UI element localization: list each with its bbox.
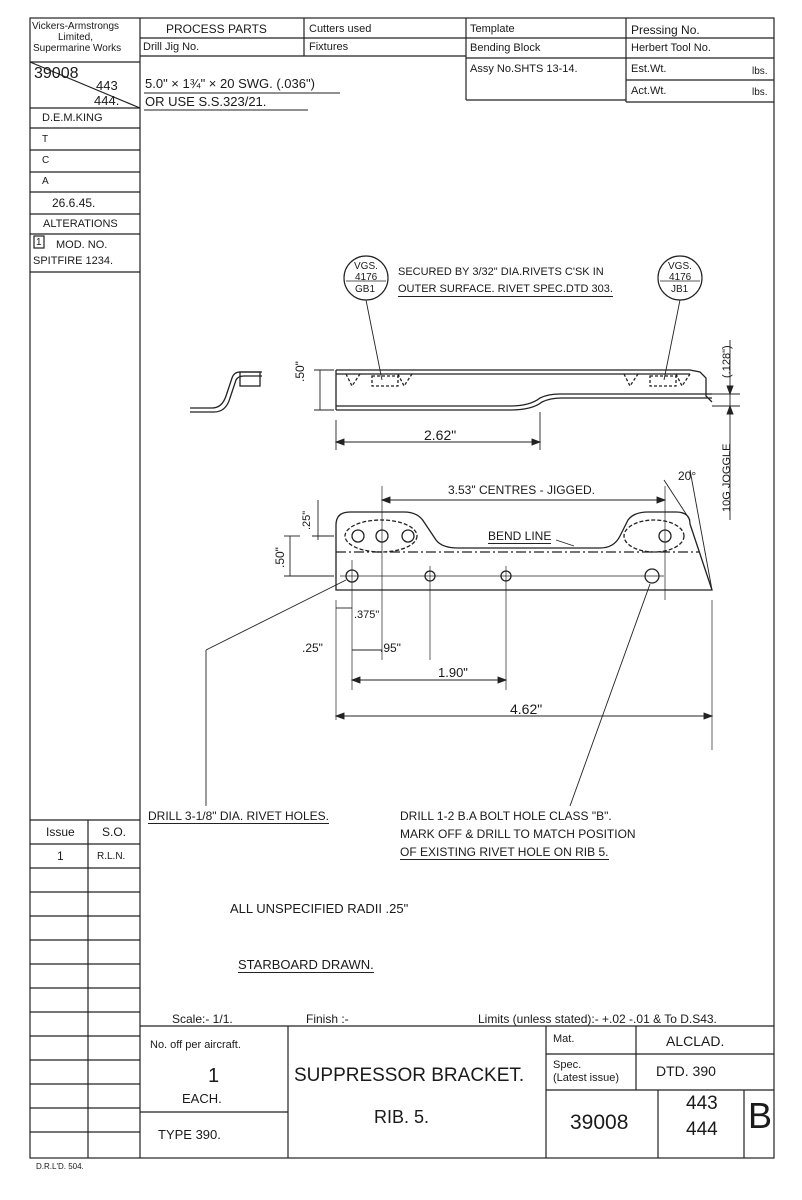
mod-no-label: MOD. NO. [56,239,108,251]
material-value: ALCLAD. [666,1033,725,1049]
alteration-number: 1 [36,237,42,248]
vgs-right-circle [657,255,703,301]
part-title: SUPPRESSOR BRACKET. [294,1065,525,1086]
vgs-circles [343,255,703,301]
plan-width-dim: .50" [273,547,287,568]
bottom-part-top: 443 [686,1093,718,1114]
herbert-tool-label: Herbert Tool No. [631,42,711,54]
so-header: S.O. [102,825,127,839]
drill-jig-label: Drill Jig No. [143,41,200,53]
side-height-dim: .50" [293,361,307,382]
radius-top-dim: .25" [301,510,313,530]
issue-header: Issue [46,825,75,839]
overall-length-dim: 4.62" [510,701,543,717]
quantity-value: 1 [208,1065,220,1087]
vgs-right-line1: VGS. [668,261,692,272]
bolt-hole-note-3: OF EXISTING RIVET HOLE ON RIB 5. [400,845,609,860]
process-parts-label: PROCESS PARTS [166,22,267,36]
material-size: 5.0" × 1¾" × 20 SWG. (.036") [145,76,315,91]
left-part-top: 443 [96,78,118,93]
bolt-hole-note-2: MARK OFF & DRILL TO MATCH POSITION [400,827,636,841]
template-label: Template [470,23,515,35]
joggle-length-dim: 2.62" [424,427,457,443]
no-off-label: No. off per aircraft. [150,1039,241,1051]
pressing-no-label: Pressing No. [631,23,700,37]
finish-label: Finish :- [306,1012,349,1026]
type-label: TYPE 390. [158,1127,221,1142]
assy-no-label: Assy No.SHTS 13-14. [470,63,578,75]
approver-label: A [42,176,49,187]
issue-letter: B [748,1095,773,1136]
hole-offset-dim: .375" [354,609,380,621]
bottom-drawing-number: 39008 [570,1111,629,1134]
alterations-label: ALTERATIONS [43,218,118,230]
spec-value: DTD. 390 [656,1063,716,1079]
bottom-part-bottom: 444 [686,1119,718,1140]
starboard-note: STARBOARD DRAWN. [238,957,374,973]
joggle-depth-dim: (.128") [721,345,733,378]
rivet-hole-note: DRILL 3-1/8" DIA. RIVET HOLES. [148,809,329,824]
tracer-label: T [42,134,49,145]
company-name-2: Limited, [58,32,94,43]
spec-label: Spec. [553,1059,582,1071]
each-label: EACH. [182,1091,222,1106]
cutters-used-label: Cutters used [309,23,372,35]
plan-centerlines [335,486,713,750]
limits-label: Limits (unless stated):- +.02 -.01 & To … [478,1012,717,1026]
side-dimensions [314,299,740,520]
side-elevation [190,369,713,413]
so-value: R.L.N. [97,851,126,862]
pitch-95-dim: .95" [380,641,401,655]
bolt-hole-note-1: DRILL 1-2 B.A BOLT HOLE CLASS "B". [400,809,612,823]
angle-dim: 20° [678,469,697,483]
checker-label: C [42,155,50,166]
act-wt-label: Act.Wt. [631,85,667,97]
spitfire-mod: SPITFIRE 1234. [33,255,114,267]
vgs-left-line2: 4176 [355,272,378,283]
fixtures-label: Fixtures [309,41,349,53]
vgs-right-line3: JB1 [671,284,689,295]
draughtsman-name: D.E.M.KING [42,112,103,124]
centres-dim: 3.53" CENTRES - JIGGED. [448,483,595,497]
radii-note: ALL UNSPECIFIED RADII .25" [230,901,409,916]
bending-block-label: Bending Block [470,42,541,54]
est-wt-label: Est.Wt. [631,63,667,75]
issue-value: 1 [57,849,64,863]
rivet-note-line1: SECURED BY 3/32" DIA.RIVETS C'SK IN [398,266,604,278]
rivet-note-line2: OUTER SURFACE. RIVET SPEC.DTD 303. [398,283,613,297]
company-name-3: Supermarine Works [33,43,122,54]
spec-latest-label: (Latest issue) [553,1072,620,1084]
left-part-bottom: 444. [94,93,120,108]
vgs-right-line2: 4176 [669,272,692,283]
joggle-label: 10G JOGGLE [721,443,733,512]
material-alternative: OR USE S.S.323/21. [145,94,267,109]
vgs-left-line1: VGS. [354,261,378,272]
part-subtitle: RIB. 5. [374,1107,430,1127]
material-label: Mat. [553,1033,575,1045]
scale-label: Scale:- 1/1. [172,1012,233,1026]
footer-code: D.R.L'D. 504. [36,1162,84,1171]
plan-view [335,511,713,591]
bend-line-label: BEND LINE [488,529,552,544]
drawing-date: 26.6.45. [52,196,96,210]
vgs-left-circle [343,255,389,301]
plan-dimensions [205,469,714,807]
edge-offset-dim: .25" [302,641,323,655]
pitch-190-dim: 1.90" [438,665,468,680]
left-drawing-number: 39008 [34,65,79,82]
act-wt-lbs: lbs. [752,87,768,98]
vgs-left-line3: GB1 [355,284,376,295]
sheet-border [29,17,775,1159]
est-wt-lbs: lbs. [752,66,768,77]
company-name-1: Vickers-Armstrongs [32,21,120,32]
